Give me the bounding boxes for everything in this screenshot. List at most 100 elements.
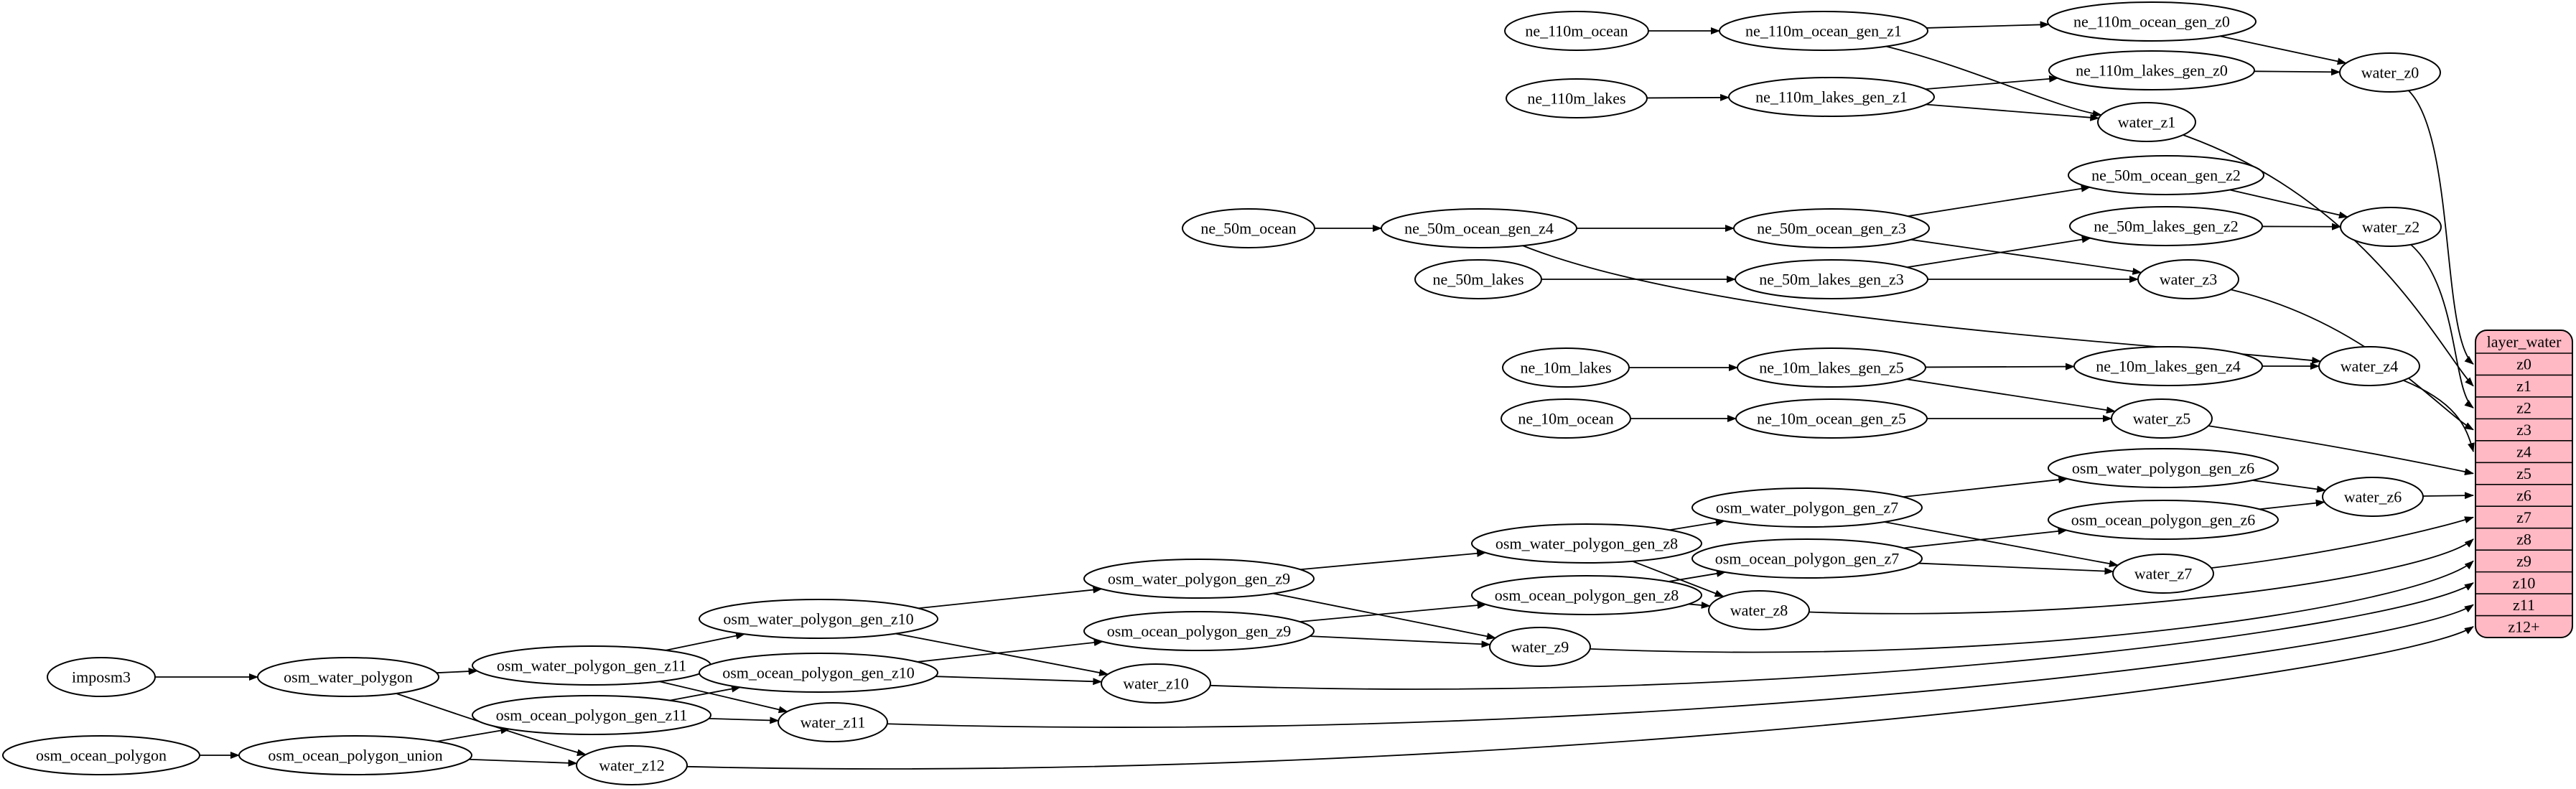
node-label-water_z0: water_z0 (2361, 64, 2419, 82)
node-label-osm_ocean_polygon_gen_z6: osm_ocean_polygon_gen_z6 (2071, 511, 2256, 529)
edge-water_z9-to-layer_water-z9 (1590, 560, 2474, 653)
node-label-osm_ocean_polygon_union: osm_ocean_polygon_union (268, 747, 442, 765)
edge-ne_110m_ocean_gen_z1-to-water_z1 (1885, 45, 2102, 118)
node-osm_ocean_polygon_gen_z11: osm_ocean_polygon_gen_z11 (472, 695, 711, 735)
node-label-water_z2: water_z2 (2362, 218, 2420, 236)
node-label-water_z12: water_z12 (599, 757, 665, 775)
node-label-ne_10m_lakes_gen_z5: ne_10m_lakes_gen_z5 (1759, 359, 1904, 377)
node-osm_ocean_polygon: osm_ocean_polygon (2, 735, 200, 775)
edge-osm_ocean_polygon_gen_z7-to-water_z7 (1918, 562, 2114, 575)
node-ne_10m_ocean_gen_z5: ne_10m_ocean_gen_z5 (1735, 398, 1928, 439)
node-label-water_z10: water_z10 (1123, 675, 1189, 693)
node-ne_10m_lakes: ne_10m_lakes (1502, 347, 1630, 388)
edge-ne_110m_ocean_gen_z1-to-ne_110m_ocean_gen_z0 (1926, 21, 2050, 29)
edge-ne_110m_lakes_gen_z1-to-ne_110m_lakes_gen_z0 (1925, 75, 2059, 90)
node-label-osm_water_polygon_gen_z11: osm_water_polygon_gen_z11 (497, 657, 686, 675)
edge-osm_water_polygon-to-water_z12 (396, 693, 587, 757)
node-ne_50m_ocean_gen_z4: ne_50m_ocean_gen_z4 (1381, 208, 1577, 248)
node-label-water_z9: water_z9 (1511, 638, 1569, 656)
edge-osm_ocean_polygon_gen_z8-to-water_z8 (1688, 601, 1711, 609)
edge-osm_water_polygon-to-osm_water_polygon_gen_z11 (437, 668, 478, 676)
edge-osm_ocean_polygon_gen_z6-to-water_z6 (2259, 499, 2325, 510)
edge-ne_50m_lakes_gen_z3-to-ne_50m_lakes_gen_z2 (1907, 235, 2091, 269)
edge-osm_water_polygon_gen_z9-to-water_z9 (1273, 592, 1496, 640)
node-water_z4: water_z4 (2318, 346, 2420, 386)
layer-water-table-header: layer_water (2487, 333, 2562, 351)
node-osm_water_polygon_gen_z11: osm_water_polygon_gen_z11 (472, 645, 711, 686)
node-label-ne_110m_ocean_gen_z0: ne_110m_ocean_gen_z0 (2073, 13, 2230, 31)
node-label-water_z6: water_z6 (2344, 488, 2402, 506)
node-label-ne_110m_lakes: ne_110m_lakes (1527, 90, 1625, 108)
edge-layer (155, 21, 2475, 770)
edge-ne_10m_lakes_gen_z5-to-ne_10m_lakes_gen_z4 (1925, 363, 2076, 370)
edge-osm_water_polygon_gen_z9-to-osm_water_polygon_gen_z8 (1299, 549, 1487, 571)
edge-osm_water_polygon_gen_z8-to-osm_water_polygon_gen_z7 (1669, 518, 1725, 531)
node-ne_50m_lakes: ne_50m_lakes (1414, 259, 1542, 299)
edge-osm_ocean_polygon_gen_z8-to-osm_ocean_polygon_gen_z7 (1668, 569, 1726, 582)
node-ne_110m_lakes: ne_110m_lakes (1506, 78, 1648, 118)
node-osm_ocean_polygon_gen_z8: osm_ocean_polygon_gen_z8 (1471, 575, 1702, 615)
node-ne_50m_lakes_gen_z2: ne_50m_lakes_gen_z2 (2069, 206, 2263, 246)
edge-water_z6-to-layer_water-z6 (2422, 492, 2474, 500)
node-ne_110m_lakes_gen_z0: ne_110m_lakes_gen_z0 (2048, 50, 2255, 90)
edge-osm_ocean_polygon_gen_z11-to-water_z11 (709, 716, 780, 724)
node-osm_water_polygon: osm_water_polygon (257, 657, 439, 697)
node-osm_water_polygon_gen_z6: osm_water_polygon_gen_z6 (2048, 448, 2279, 488)
node-water_z7: water_z7 (2112, 554, 2214, 594)
node-ne_10m_lakes_gen_z4: ne_10m_lakes_gen_z4 (2073, 346, 2263, 386)
table-row-z11: z11 (2513, 596, 2535, 614)
node-label-ne_50m_ocean: ne_50m_ocean (1200, 220, 1296, 238)
table-row-z1: z1 (2516, 377, 2531, 395)
table-row-z3: z3 (2516, 421, 2531, 439)
node-ne_110m_ocean_gen_z0: ne_110m_ocean_gen_z0 (2047, 1, 2257, 42)
edge-osm_water_polygon_gen_z8-to-water_z8 (1632, 560, 1725, 597)
node-label-ne_10m_ocean_gen_z5: ne_10m_ocean_gen_z5 (1757, 410, 1906, 428)
edge-ne_110m_lakes_gen_z1-to-water_z1 (1926, 103, 2100, 121)
table-row-z0: z0 (2516, 355, 2531, 373)
edge-osm_water_polygon_gen_z6-to-water_z6 (2252, 480, 2327, 493)
node-water_z5: water_z5 (2111, 398, 2213, 439)
node-label-ne_50m_lakes: ne_50m_lakes (1432, 271, 1523, 289)
edge-osm_ocean_polygon_gen_z10-to-water_z10 (935, 676, 1103, 686)
node-water_z9: water_z9 (1489, 627, 1591, 667)
node-osm_ocean_polygon_gen_z6: osm_ocean_polygon_gen_z6 (2048, 500, 2279, 540)
edge-osm_water_polygon_gen_z10-to-osm_water_polygon_gen_z9 (918, 586, 1103, 610)
edge-osm_ocean_polygon_gen_z9-to-osm_ocean_polygon_gen_z8 (1299, 602, 1487, 622)
node-label-ne_50m_ocean_gen_z2: ne_50m_ocean_gen_z2 (2091, 167, 2241, 185)
edge-water_z12-to-layer_water-z12+ (686, 626, 2474, 770)
node-label-osm_water_polygon_gen_z6: osm_water_polygon_gen_z6 (2072, 459, 2254, 477)
node-label-ne_110m_ocean: ne_110m_ocean (1525, 22, 1628, 40)
node-ne_110m_ocean: ne_110m_ocean (1504, 11, 1649, 51)
node-label-ne_10m_lakes: ne_10m_lakes (1520, 359, 1611, 377)
node-water_z12: water_z12 (576, 745, 688, 785)
node-imposm3: imposm3 (47, 657, 156, 697)
edge-water_z8-to-layer_water-z8 (1809, 538, 2474, 615)
node-ne_50m_lakes_gen_z3: ne_50m_lakes_gen_z3 (1735, 259, 1928, 299)
edge-ne_50m_ocean_gen_z3-to-ne_50m_ocean_gen_z2 (1908, 185, 2091, 218)
node-osm_ocean_polygon_gen_z9: osm_ocean_polygon_gen_z9 (1083, 611, 1315, 651)
edge-osm_water_polygon_gen_z11-to-water_z11 (659, 681, 788, 714)
table-row-z2: z2 (2516, 399, 2531, 417)
node-water_z6: water_z6 (2322, 477, 2424, 517)
edge-water_z0-to-layer_water-z0 (2408, 90, 2474, 365)
table-row-z8: z8 (2516, 530, 2531, 548)
node-ne_110m_ocean_gen_z1: ne_110m_ocean_gen_z1 (1719, 11, 1928, 51)
table-row-z4: z4 (2516, 443, 2531, 461)
node-label-osm_ocean_polygon_gen_z9: osm_ocean_polygon_gen_z9 (1107, 622, 1292, 640)
table-row-z9: z9 (2516, 552, 2531, 570)
node-label-imposm3: imposm3 (72, 668, 131, 686)
node-label-ne_10m_lakes_gen_z4: ne_10m_lakes_gen_z4 (2096, 358, 2241, 375)
node-label-osm_water_polygon_gen_z9: osm_water_polygon_gen_z9 (1108, 570, 1290, 588)
node-label-water_z11: water_z11 (801, 714, 866, 732)
edge-osm_water_polygon_gen_z11-to-osm_water_polygon_gen_z10 (665, 632, 746, 651)
node-label-ne_50m_lakes_gen_z3: ne_50m_lakes_gen_z3 (1759, 271, 1904, 289)
node-label-osm_water_polygon: osm_water_polygon (284, 668, 413, 686)
node-label-osm_water_polygon_gen_z8: osm_water_polygon_gen_z8 (1495, 535, 1678, 553)
edge-water_z5-to-layer_water-z5 (2208, 425, 2474, 475)
edge-water_z10-to-layer_water-z10 (1210, 582, 2474, 690)
edge-osm_ocean_polygon_gen_z11-to-osm_ocean_polygon_gen_z10 (669, 685, 741, 701)
node-water_z11: water_z11 (778, 702, 888, 742)
node-ne_110m_lakes_gen_z1: ne_110m_lakes_gen_z1 (1728, 77, 1935, 117)
node-osm_ocean_polygon_gen_z7: osm_ocean_polygon_gen_z7 (1691, 538, 1923, 579)
